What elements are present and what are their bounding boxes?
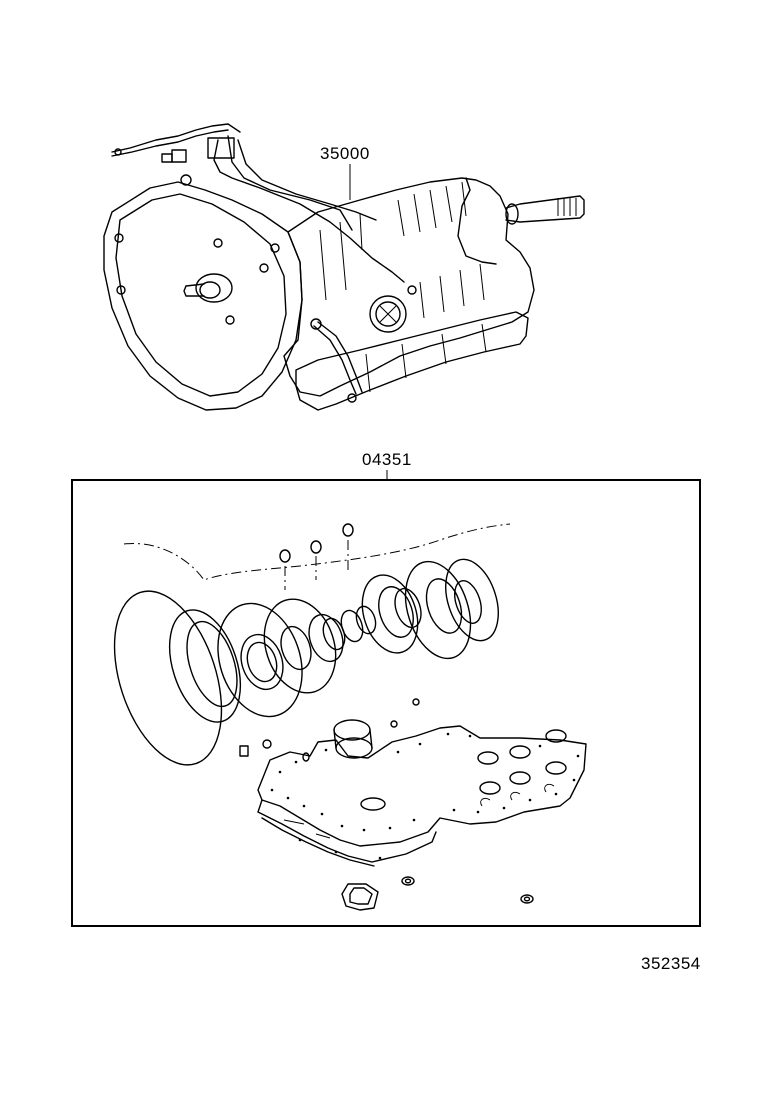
- piston-seal-inner: [240, 633, 284, 691]
- washer: [401, 876, 415, 886]
- oil-pan: [295, 311, 529, 411]
- transmission-case: [283, 177, 535, 397]
- seal-ring: [308, 613, 344, 663]
- alignment-line: [284, 540, 349, 590]
- o-ring: [302, 752, 310, 762]
- input-shaft: [183, 283, 205, 297]
- gasket-slot: [283, 819, 331, 839]
- clutch-seal: [445, 558, 499, 642]
- valve-body-gasket-lower: [257, 799, 437, 863]
- gasket-hole: [545, 761, 567, 775]
- bolt-boss: [180, 174, 192, 186]
- clutch-seal: [404, 560, 472, 660]
- transmission-assembly-illustration: [103, 123, 585, 411]
- filter-seal-bottom: [335, 737, 373, 759]
- o-ring: [279, 549, 291, 563]
- inspection-port-inner: [375, 301, 401, 327]
- breather-fitting: [347, 393, 357, 403]
- bolt-boss: [114, 233, 124, 243]
- bolt-boss: [270, 243, 280, 253]
- bolt-boss: [116, 285, 126, 295]
- harness-connector: [207, 137, 235, 159]
- seal-ring: [394, 587, 422, 629]
- washer-hole: [523, 896, 531, 902]
- piston-seal-core: [246, 641, 278, 683]
- connector: [161, 153, 173, 163]
- bell-housing: [103, 181, 303, 411]
- o-ring: [390, 720, 398, 728]
- strainer-gasket: [341, 883, 379, 911]
- piston-seal: [263, 598, 337, 694]
- o-ring: [310, 540, 322, 554]
- breather-fitting: [310, 318, 322, 330]
- wire-harness: [111, 129, 229, 157]
- o-ring: [342, 523, 354, 537]
- wire-harness: [237, 139, 377, 221]
- gasket-kit-frame: [71, 479, 701, 927]
- gasket-hole: [545, 729, 567, 743]
- breather-tube: [313, 325, 357, 395]
- bolt-boss: [225, 315, 235, 325]
- illustration-number: 352354: [641, 954, 701, 973]
- seal-ring: [340, 609, 364, 643]
- o-ring: [412, 698, 420, 706]
- connector: [171, 149, 187, 163]
- bolt-boss: [259, 263, 269, 273]
- gasket-hole: [479, 781, 501, 795]
- output-shaft: [505, 195, 585, 223]
- clutch-seal-inner: [454, 580, 482, 624]
- case-rib: [419, 263, 485, 319]
- strainer-gasket-inner: [349, 887, 373, 905]
- seal-ring: [186, 620, 238, 708]
- case-rib: [319, 213, 363, 301]
- clutch-seal-inner: [425, 578, 463, 634]
- plug: [239, 745, 249, 757]
- valve-body-gasket-lower: [261, 817, 375, 867]
- bell-housing-flange: [115, 193, 287, 397]
- phantom-housing: [123, 523, 511, 581]
- gasket-hole: [477, 751, 499, 765]
- output-shaft-spline: [557, 198, 577, 216]
- valve-body-gasket: [257, 725, 587, 847]
- clutch-seal-inner: [378, 586, 414, 638]
- breather-tube: [317, 321, 363, 393]
- large-seal-ring: [113, 590, 223, 766]
- case-rib: [397, 181, 467, 237]
- gasket-bolt-holes: [270, 732, 580, 860]
- converter-hub-inner: [199, 281, 221, 299]
- seal-ring: [355, 605, 377, 635]
- output-seal: [505, 203, 519, 225]
- gasket-hole: [509, 745, 531, 759]
- washer-hole: [404, 878, 412, 884]
- converter-hub: [195, 273, 233, 303]
- wire-terminal: [114, 148, 122, 156]
- bolt-boss: [213, 238, 223, 248]
- gasket-hole: [509, 771, 531, 785]
- seal-ring: [168, 609, 242, 723]
- wire-harness: [227, 135, 353, 231]
- gasket-port: [480, 783, 555, 807]
- oil-pan-rib: [365, 323, 487, 393]
- wire-harness: [111, 123, 241, 153]
- part-number-gasket-kit: 04351: [362, 450, 412, 469]
- sensor-plug: [407, 285, 417, 295]
- inspection-port-cross: [379, 305, 397, 323]
- gasket-hole: [360, 797, 386, 811]
- gasket-kit-illustration: [113, 523, 587, 911]
- clutch-seal: [361, 574, 419, 654]
- piston-seal-inner: [280, 625, 312, 671]
- inspection-port: [369, 295, 407, 333]
- piston-seal: [217, 602, 303, 718]
- wire-harness: [213, 139, 405, 283]
- washer: [520, 894, 534, 904]
- filter-seal: [333, 719, 371, 741]
- wire-harness: [457, 177, 497, 265]
- o-ring: [262, 739, 272, 749]
- part-number-transmission-assembly: 35000: [320, 144, 370, 163]
